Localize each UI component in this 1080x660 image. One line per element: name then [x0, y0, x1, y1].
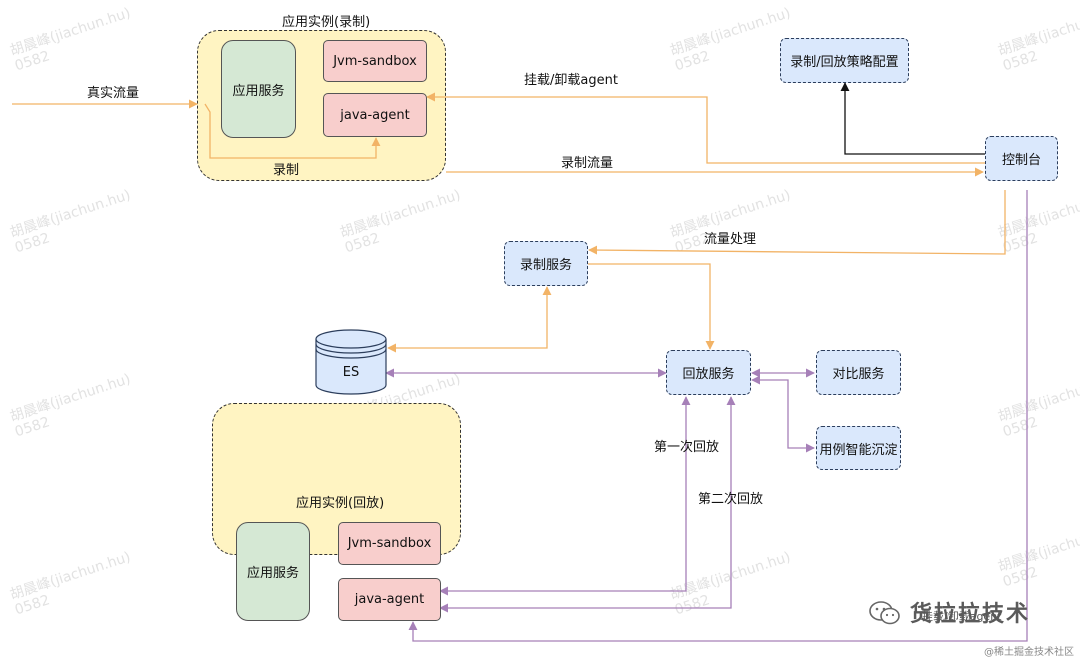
strategy-config-node: 录制/回放策略配置	[780, 38, 909, 83]
edge-second-replay	[439, 396, 736, 613]
edge-label-record: 录制	[273, 163, 300, 178]
edge-first-replay	[439, 396, 691, 596]
edge-label-first-replay: 第一次回放	[654, 440, 720, 455]
edge-label-mount-agent-bottom: 挂载/卸载agent	[922, 610, 1002, 623]
wechat-icon	[869, 601, 900, 625]
replay-jvm-sandbox: Jvm-sandbox	[338, 522, 441, 565]
edge-strategy-config	[840, 82, 985, 155]
record-jvm-sandbox: Jvm-sandbox	[323, 40, 427, 82]
console-node: 控制台	[985, 136, 1058, 181]
edge-mount-agent	[426, 92, 985, 164]
edge-label-second-replay: 第二次回放	[698, 492, 764, 507]
edge-traffic-processing	[588, 190, 1006, 255]
case-sediment-node: 用例智能沉淀	[816, 426, 901, 470]
replay-service-node: 回放服务	[666, 350, 751, 395]
es-node-label: ES	[342, 364, 360, 380]
es-database-icon	[315, 329, 387, 395]
record-java-agent: java-agent	[323, 93, 427, 137]
footer-credit: @稀土掘金技术社区	[984, 647, 1074, 658]
replay-app-service: 应用服务	[236, 522, 310, 621]
edge-record-es	[387, 286, 552, 353]
edge-label-record-traffic: 录制流量	[561, 156, 614, 171]
record-service-node: 录制服务	[504, 241, 588, 286]
compare-service-node: 对比服务	[816, 350, 901, 395]
record-app-instance-title: 应用实例(录制)	[282, 15, 371, 30]
edge-label-real-traffic: 真实流量	[87, 86, 140, 101]
record-app-service: 应用服务	[221, 40, 296, 138]
edge-replay-sediment	[751, 375, 815, 453]
edge-label-traffic-processing: 流量处理	[704, 232, 757, 247]
edge-record	[204, 103, 381, 159]
brand-name: 货拉拉技术	[910, 602, 1031, 627]
edge-mount-agent-bottom	[408, 190, 1028, 642]
replay-app-instance-title: 应用实例(回放)	[296, 496, 385, 511]
edge-label-mount-agent: 挂载/卸载agent	[524, 73, 618, 88]
edge-record-to-replay	[588, 263, 715, 350]
replay-java-agent: java-agent	[338, 578, 441, 621]
